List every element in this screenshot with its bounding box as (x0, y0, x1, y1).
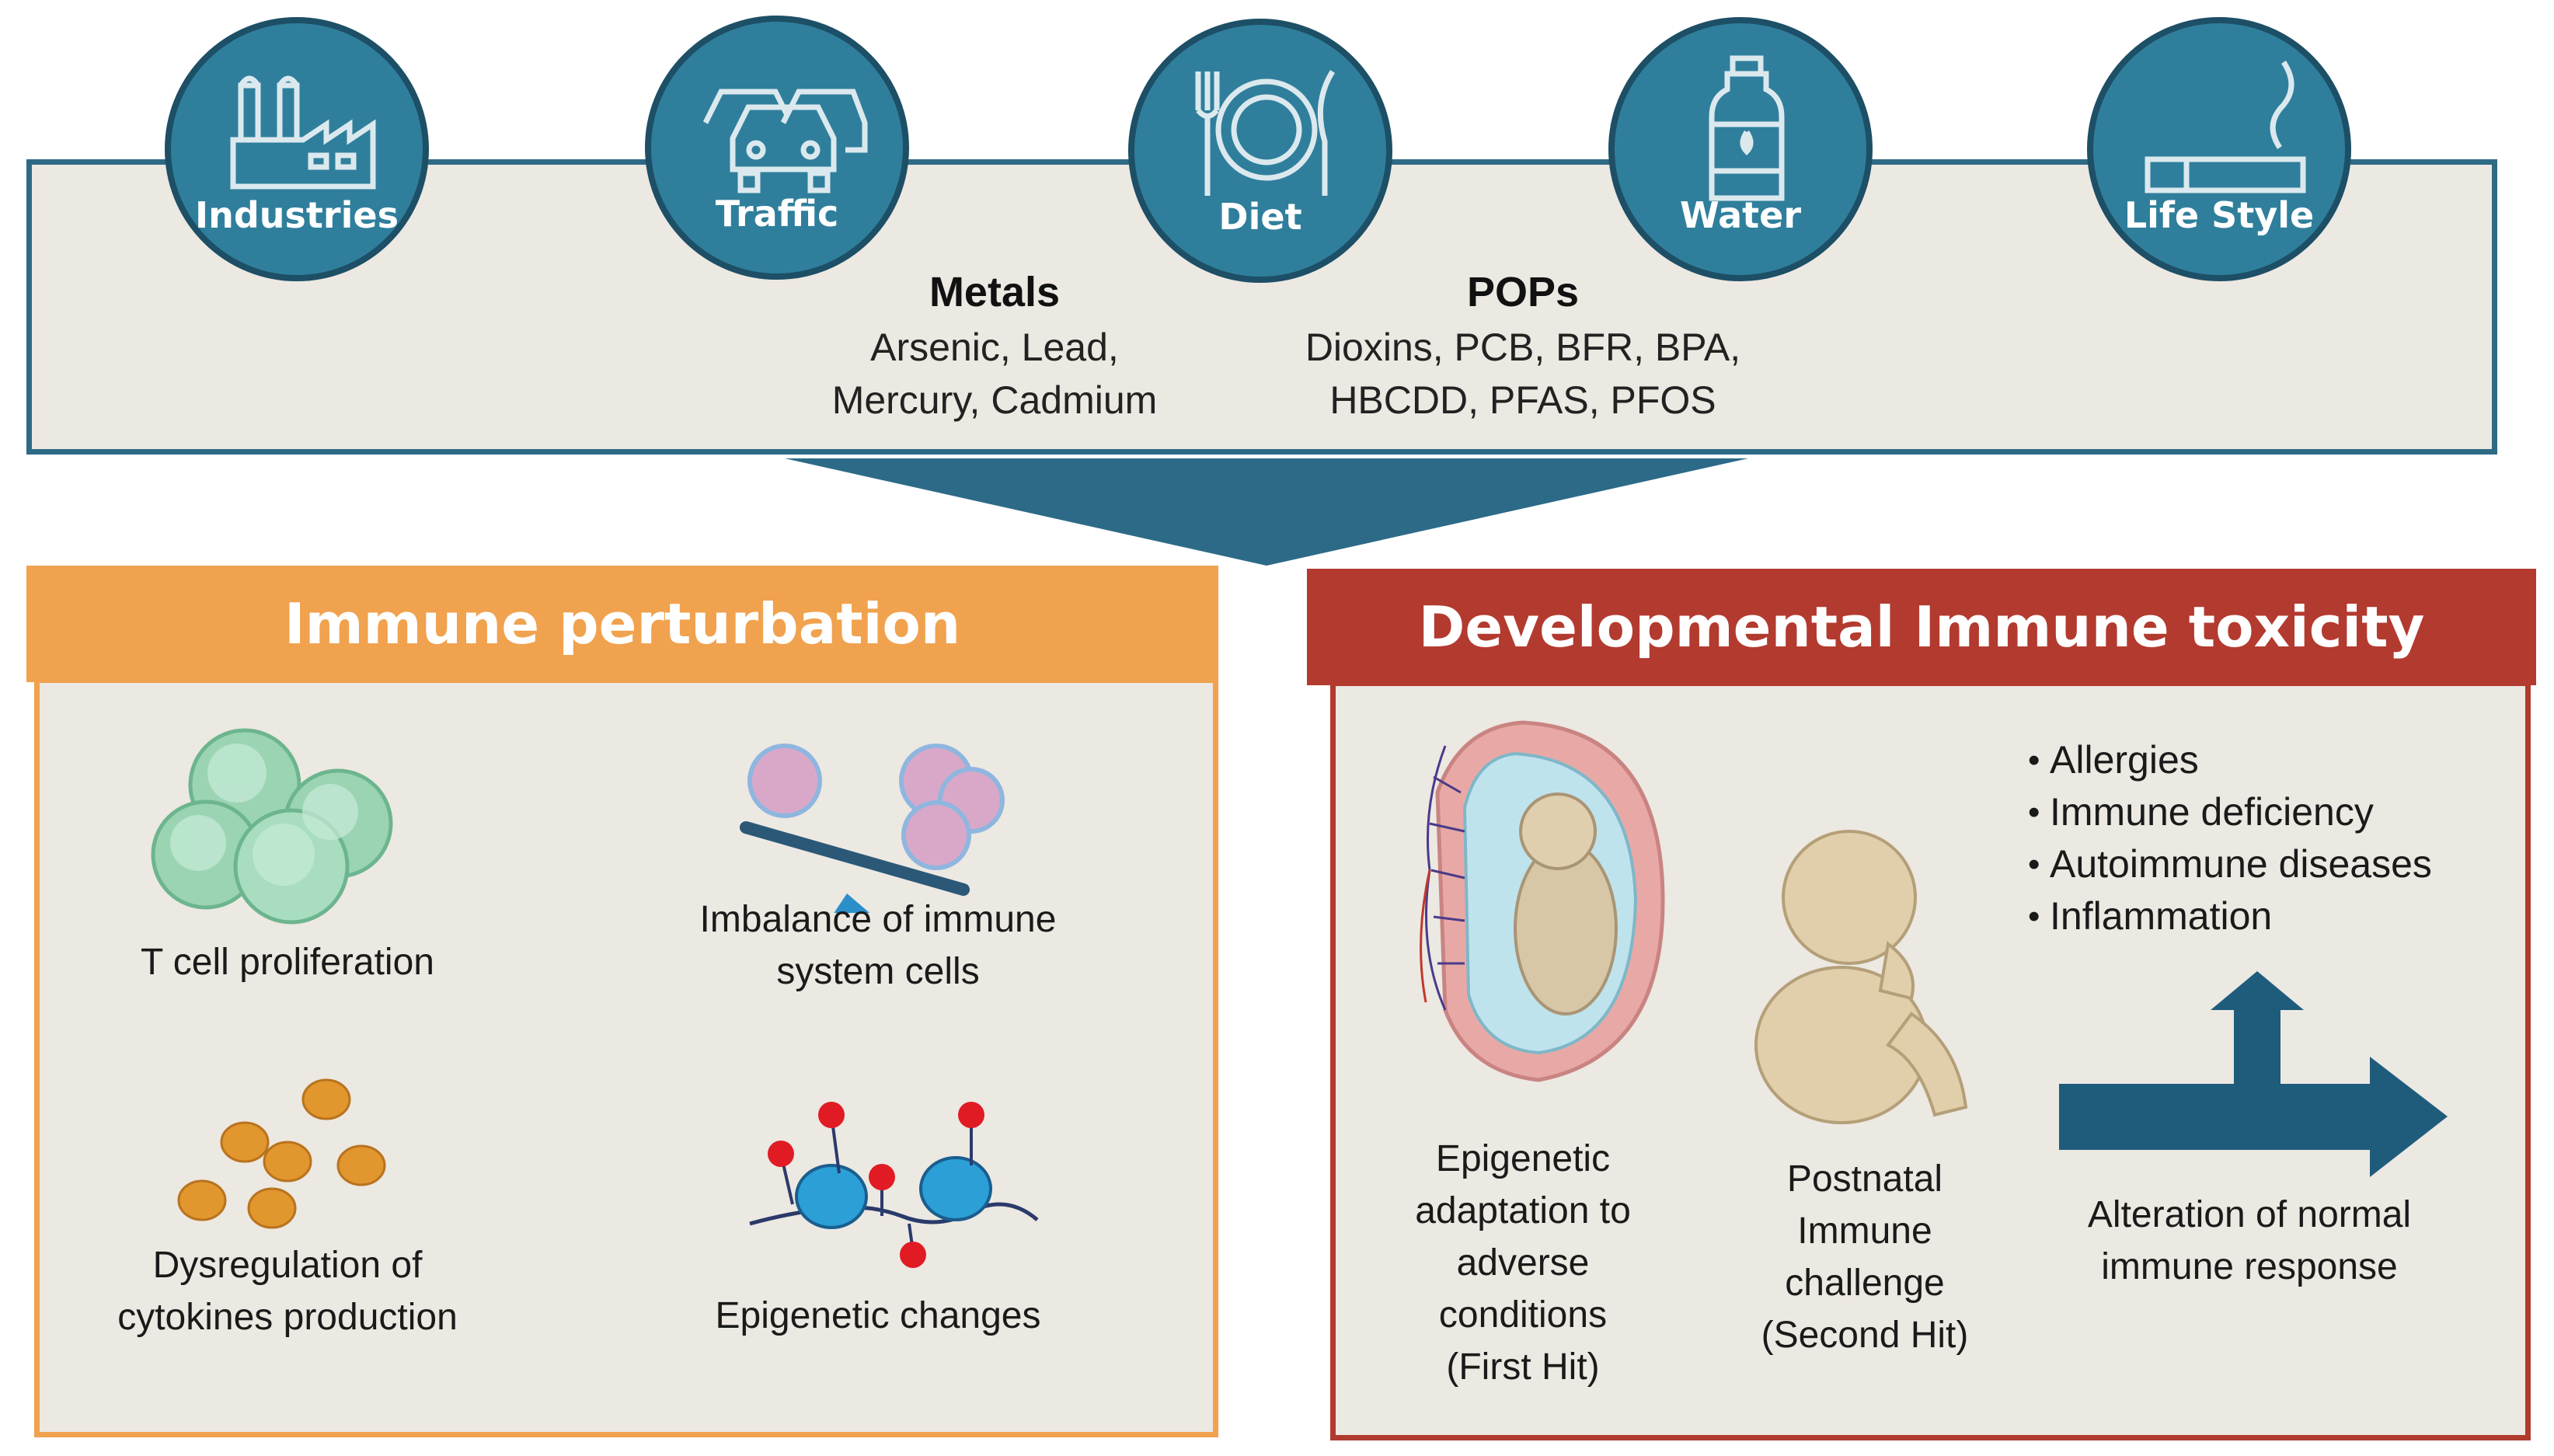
outcome-label: Inflammation (2050, 894, 2273, 938)
source-diet: Diet (1128, 19, 1392, 283)
t-cell-caption: T cell proliferation (78, 936, 497, 988)
outcome-label: Allergies (2050, 738, 2199, 782)
plate-cutlery-icon (1195, 70, 1335, 196)
caption-line: Immune (1797, 1210, 1932, 1252)
chromatin-methylation-icon (749, 1102, 1039, 1268)
caption-line: Imbalance of immune (699, 899, 1057, 940)
pops-list: Dioxins, PCB, BFR, BPA, HBCDD, PFAS, PFO… (1259, 321, 1787, 427)
caption-line: system cells (776, 951, 980, 992)
caption-line: immune response (2101, 1246, 2398, 1287)
response-arrows-icon (2059, 971, 2448, 1177)
factory-icon (230, 75, 376, 190)
caption-line: (First Hit) (1446, 1346, 1600, 1388)
cigarette-icon (2145, 61, 2306, 193)
list-item: •Allergies (2028, 734, 2432, 786)
seesaw-imbalance-icon (740, 744, 1005, 913)
source-label: Life Style (2124, 194, 2315, 236)
outcome-label: Autoimmune diseases (2050, 842, 2432, 886)
source-label: Water (1679, 194, 1801, 236)
caption-line: Epigenetic changes (715, 1295, 1041, 1336)
cars-icon (702, 89, 868, 193)
source-label: Diet (1218, 196, 1302, 238)
source-industries: Industries (165, 17, 429, 281)
caption-line: adverse (1456, 1242, 1590, 1284)
caption-line: (Second Hit) (1761, 1315, 1969, 1356)
source-label: Traffic (715, 193, 839, 235)
source-traffic: Traffic (645, 16, 909, 280)
infant-icon (1754, 830, 1968, 1124)
t-cell-cluster-icon (151, 728, 393, 925)
imbalance-caption: Imbalance of immune system cells (637, 893, 1119, 998)
developmental-toxicity-title: Developmental Immune toxicity (1307, 569, 2536, 685)
outcome-label: Immune deficiency (2050, 790, 2374, 834)
metals-line: Arsenic, Lead, (870, 326, 1119, 369)
epigenetic-caption: Epigenetic changes (637, 1290, 1119, 1342)
first-hit-caption: Epigenetic adaptation to adverse conditi… (1391, 1133, 1655, 1393)
caption-line: Postnatal (1786, 1158, 1943, 1200)
cytokine-particles-icon (177, 1078, 386, 1229)
outcomes-list: •Allergies •Immune deficiency •Autoimmun… (2028, 734, 2432, 942)
second-hit-caption: Postnatal Immune challenge (Second Hit) (1725, 1153, 2005, 1361)
caption-line: Alteration of normal (2087, 1194, 2412, 1235)
pops-line: HBCDD, PFAS, PFOS (1329, 378, 1716, 422)
caption-line: T cell proliferation (141, 942, 434, 983)
pops-line: Dioxins, PCB, BFR, BPA, (1305, 326, 1741, 369)
caption-line: Dysregulation of (152, 1245, 423, 1286)
caption-line: adaptation to (1415, 1190, 1631, 1231)
metals-line: Mercury, Cadmium (831, 378, 1158, 422)
source-label: Industries (195, 194, 399, 236)
cytokines-caption: Dysregulation of cytokines production (70, 1239, 505, 1343)
list-item: •Autoimmune diseases (2028, 838, 2432, 890)
list-item: •Immune deficiency (2028, 786, 2432, 838)
caption-line: Epigenetic (1435, 1138, 1611, 1179)
caption-line: cytokines production (117, 1297, 458, 1338)
caption-line: conditions (1438, 1294, 1608, 1336)
metals-title: Metals (929, 269, 1061, 315)
source-water: Water (1608, 17, 1873, 281)
source-lifestyle: Life Style (2087, 17, 2351, 281)
immune-perturbation-title: Immune perturbation (26, 566, 1218, 682)
pops-title: POPs (1466, 269, 1580, 315)
water-bottle-icon (1709, 55, 1785, 201)
caption-line: challenge (1785, 1263, 1945, 1304)
alteration-caption: Alteration of normal immune response (2028, 1189, 2471, 1293)
list-item: •Inflammation (2028, 890, 2432, 942)
metals-list: Arsenic, Lead, Mercury, Cadmium (777, 321, 1212, 427)
fetus-in-womb-icon (1420, 720, 1665, 1082)
